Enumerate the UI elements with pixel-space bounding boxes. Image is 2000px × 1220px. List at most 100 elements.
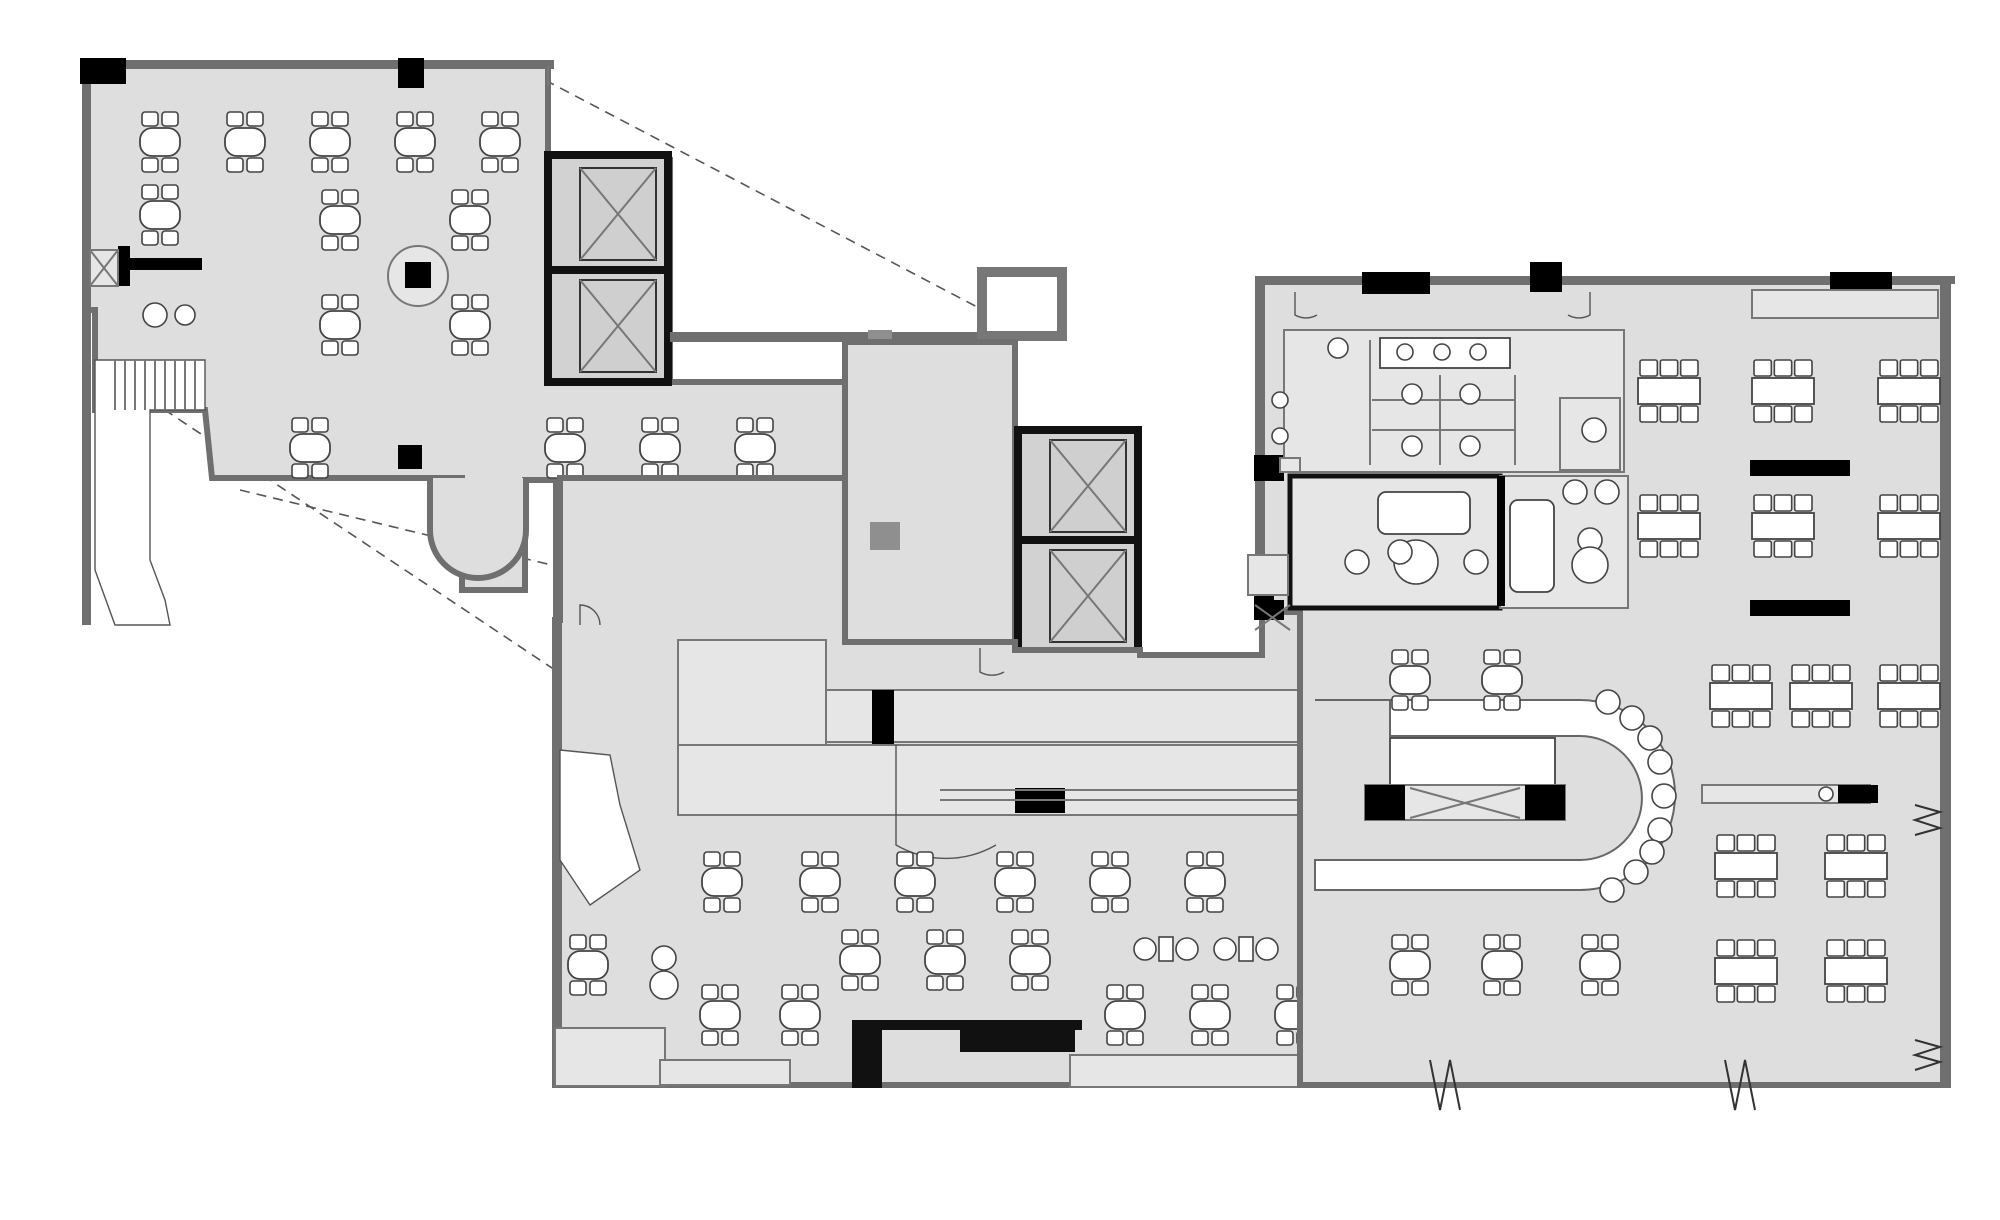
chair bbox=[1791, 710, 1811, 728]
chair bbox=[331, 157, 349, 173]
chair bbox=[1659, 540, 1679, 558]
chair bbox=[321, 294, 339, 310]
chair bbox=[1736, 939, 1756, 957]
table bbox=[1824, 852, 1888, 880]
table-set bbox=[544, 417, 586, 479]
table bbox=[839, 945, 881, 975]
chair bbox=[1659, 494, 1679, 512]
chair bbox=[1716, 939, 1736, 957]
chair bbox=[1791, 664, 1811, 682]
table bbox=[319, 205, 361, 235]
bar-stool bbox=[1651, 783, 1677, 809]
table bbox=[1579, 950, 1621, 980]
chair bbox=[723, 851, 741, 867]
table bbox=[1637, 512, 1701, 540]
chair bbox=[1879, 494, 1899, 512]
table-set bbox=[1751, 359, 1815, 423]
table-set bbox=[1714, 939, 1778, 1003]
table-set bbox=[1089, 851, 1131, 913]
table bbox=[319, 310, 361, 340]
chair bbox=[1736, 834, 1756, 852]
chair bbox=[651, 945, 677, 971]
chair bbox=[1111, 851, 1129, 867]
table bbox=[1637, 377, 1701, 405]
chair bbox=[1031, 929, 1049, 945]
chair bbox=[1773, 540, 1793, 558]
chair bbox=[1411, 695, 1429, 711]
chair bbox=[589, 934, 607, 950]
table bbox=[1104, 1000, 1146, 1030]
chair bbox=[1639, 405, 1659, 423]
table-set bbox=[1877, 494, 1941, 558]
chair bbox=[916, 851, 934, 867]
chair bbox=[756, 417, 774, 433]
chair bbox=[1846, 939, 1866, 957]
chair bbox=[1659, 405, 1679, 423]
chair bbox=[1866, 939, 1886, 957]
right-furniture bbox=[1389, 359, 1941, 1003]
chair bbox=[1866, 880, 1886, 898]
chair bbox=[481, 157, 499, 173]
chair bbox=[1091, 897, 1109, 913]
table-set bbox=[319, 294, 361, 356]
chair bbox=[1133, 937, 1157, 961]
chair bbox=[1756, 880, 1776, 898]
table bbox=[1789, 682, 1853, 710]
chair bbox=[1879, 405, 1899, 423]
chair bbox=[396, 111, 414, 127]
chair bbox=[1826, 880, 1846, 898]
chair bbox=[226, 111, 244, 127]
chair bbox=[1601, 980, 1619, 996]
chair bbox=[1756, 939, 1776, 957]
chair bbox=[1899, 494, 1919, 512]
chair bbox=[721, 1030, 739, 1046]
chair bbox=[1211, 1030, 1229, 1046]
chair bbox=[1011, 975, 1029, 991]
table bbox=[139, 200, 181, 230]
chair bbox=[1106, 984, 1124, 1000]
chair bbox=[1276, 984, 1294, 1000]
chair bbox=[1255, 937, 1279, 961]
table-set bbox=[479, 111, 521, 173]
chair bbox=[141, 157, 159, 173]
chair bbox=[1879, 540, 1899, 558]
chair bbox=[1919, 405, 1939, 423]
table bbox=[289, 433, 331, 463]
chair bbox=[1773, 359, 1793, 377]
chair bbox=[471, 189, 489, 205]
chair bbox=[396, 157, 414, 173]
chair bbox=[996, 851, 1014, 867]
chair bbox=[1016, 851, 1034, 867]
table-set bbox=[1714, 834, 1778, 898]
chair bbox=[1831, 710, 1851, 728]
chair bbox=[451, 235, 469, 251]
chair bbox=[1411, 649, 1429, 665]
chair bbox=[546, 463, 564, 479]
chair bbox=[1846, 985, 1866, 1003]
table-set bbox=[1481, 934, 1523, 996]
chair bbox=[1503, 649, 1521, 665]
chair bbox=[1111, 897, 1129, 913]
chair bbox=[841, 929, 859, 945]
chair bbox=[641, 417, 659, 433]
chair bbox=[341, 294, 359, 310]
chair bbox=[501, 111, 519, 127]
chair bbox=[1126, 1030, 1144, 1046]
window-mark-icon bbox=[1429, 1059, 1461, 1111]
table bbox=[139, 127, 181, 157]
chair bbox=[996, 897, 1014, 913]
chair bbox=[1483, 980, 1501, 996]
table-set bbox=[1481, 649, 1523, 711]
table-set bbox=[139, 111, 181, 173]
table bbox=[1709, 682, 1773, 710]
table-set bbox=[319, 189, 361, 251]
chair bbox=[142, 302, 168, 328]
right-wing bbox=[1247, 262, 1955, 1111]
bar-stools bbox=[1595, 689, 1677, 903]
window-mark-icon bbox=[1911, 1039, 1944, 1071]
table bbox=[1877, 377, 1941, 405]
chair bbox=[703, 851, 721, 867]
table-set bbox=[1184, 851, 1226, 913]
chair bbox=[341, 189, 359, 205]
